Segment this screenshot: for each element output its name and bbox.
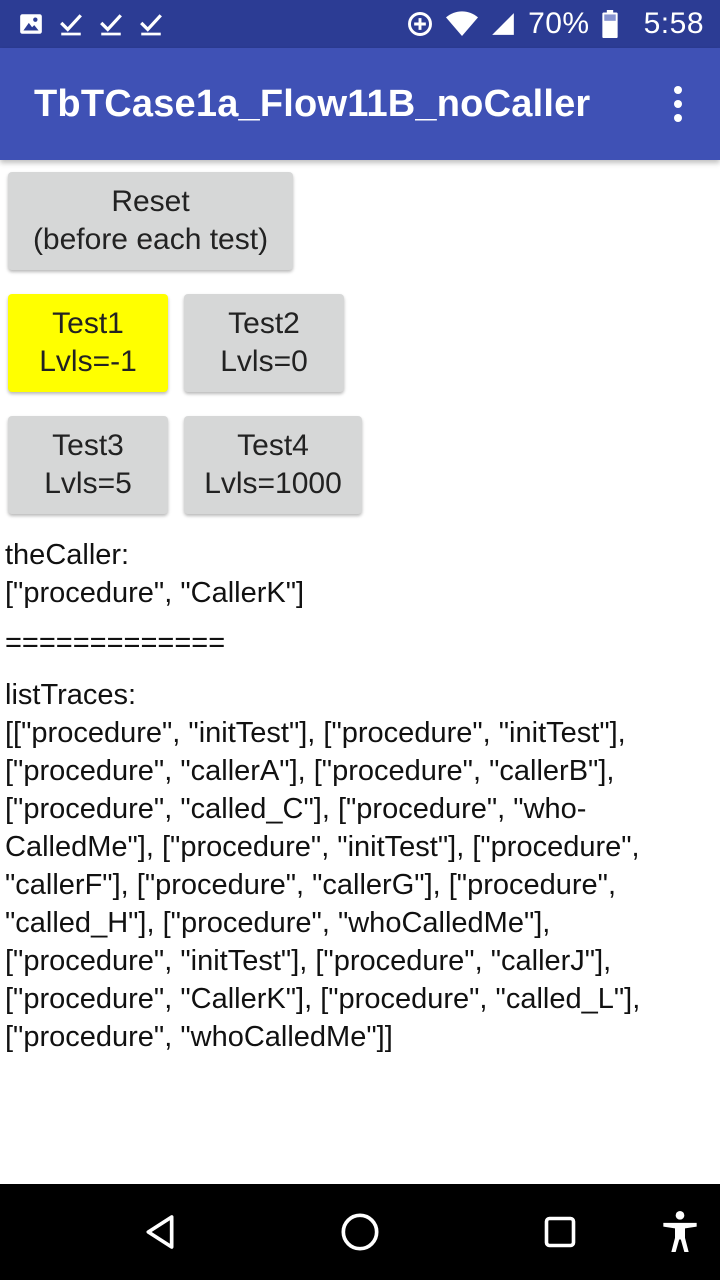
test4-button-label: Test4 [237,429,309,462]
traces-output: listTraces: [["procedure", "initTest"], … [5,676,710,1056]
back-button[interactable] [120,1184,200,1280]
traces-line: ["procedure", "CallerK"], ["procedure", … [5,983,641,1015]
notification-icons [18,11,164,37]
test1-button[interactable]: Test1 Lvls=-1 [8,294,168,392]
separator: ============= [5,627,226,659]
caller-value: ["procedure", "CallerK"] [5,577,305,609]
app-title: TbTCase1a_Flow11B_noCaller [34,82,591,125]
test4-button-sublabel: Lvls=1000 [204,467,342,500]
reset-button-sublabel: (before each test) [32,223,269,256]
test4-button[interactable]: Test4 Lvls=1000 [184,416,362,514]
test3-button[interactable]: Test3 Lvls=5 [8,416,168,514]
caller-output: theCaller: ["procedure", "CallerK"] [5,536,710,612]
reset-button-label: Reset [111,185,190,218]
check-icon [98,11,124,37]
system-icons: 70% 5:58 [406,7,704,41]
traces-label: listTraces: [5,679,137,711]
test2-button-sublabel: Lvls=0 [220,345,308,378]
test3-button-sublabel: Lvls=5 [44,467,132,500]
test3-button-label: Test3 [52,429,124,462]
test2-button[interactable]: Test2 Lvls=0 [184,294,344,392]
status-bar: 70% 5:58 [0,0,720,48]
accessibility-button[interactable] [645,1184,715,1280]
accessibility-icon [663,1211,697,1252]
clock: 5:58 [643,7,704,40]
back-icon [146,1215,174,1249]
wifi-icon [446,10,479,38]
test2-button-label: Test2 [228,307,300,340]
home-icon [341,1213,379,1251]
signal-icon [490,11,516,37]
traces-line: CalledMe"], ["procedure", "initTest"], [… [5,831,640,863]
recents-button[interactable] [520,1184,600,1280]
traces-line: ["procedure", "initTest"], ["procedure",… [5,945,612,977]
battery-percent: 70% [528,7,590,40]
traces-line: ["procedure", "callerA"], ["procedure", … [5,755,615,787]
battery-icon [601,10,618,38]
overflow-menu-icon[interactable] [658,74,698,134]
check-icon [58,11,84,37]
caller-label: theCaller: [5,539,130,571]
traces-line: ["procedure", "called_C"], ["procedure",… [5,793,587,825]
navigation-bar [0,1184,720,1280]
traces-line: "callerF"], ["procedure", "callerG"], ["… [5,869,617,901]
app-bar: TbTCase1a_Flow11B_noCaller [0,48,720,160]
home-button[interactable] [320,1184,400,1280]
data-saver-icon [406,10,434,38]
test1-button-sublabel: Lvls=-1 [39,345,137,378]
image-icon [18,11,44,37]
test1-button-label: Test1 [52,307,124,340]
check-icon [138,11,164,37]
reset-button[interactable]: Reset (before each test) [8,172,293,270]
traces-line: ["procedure", "whoCalledMe"]] [5,1021,393,1053]
traces-line: [["procedure", "initTest"], ["procedure"… [5,717,626,749]
recents-icon [544,1216,576,1248]
traces-line: "called_H"], ["procedure", "whoCalledMe"… [5,907,551,939]
